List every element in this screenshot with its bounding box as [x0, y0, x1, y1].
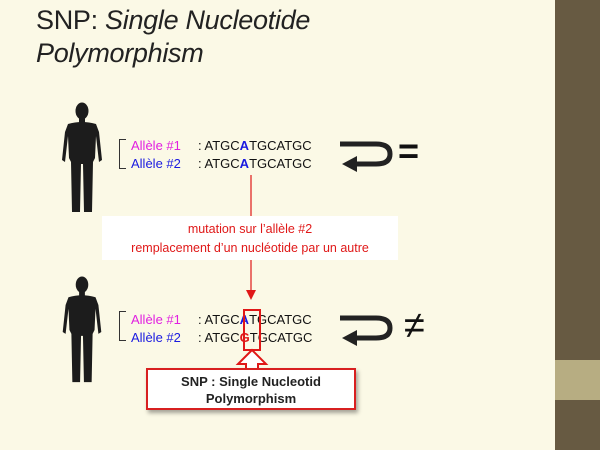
mutation-line-1: mutation sur l’allèle #2 [187, 222, 313, 236]
allele-label: Allèle #2 [131, 330, 181, 345]
allele-label: Allèle #2 [131, 156, 181, 171]
slide-title: SNP: Single Nucleotide Polymorphism [36, 4, 310, 70]
mutation-line-2: remplacement d’un nucléotide par un autr… [131, 241, 369, 255]
mutation-callout: mutation sur l’allèle #2 remplacement d’… [102, 216, 398, 260]
equals-symbol: = [398, 130, 420, 171]
title-italic: Single Nucleotide [105, 5, 311, 35]
person-silhouette-icon [62, 276, 102, 383]
snp-line-2: Polymorphism [205, 391, 297, 406]
curved-arrow-icon [340, 315, 393, 346]
not-equal-symbol: ≠ [404, 305, 425, 347]
title-prefix: SNP: [36, 5, 106, 35]
title-line2: Polymorphism [36, 38, 204, 68]
allele-sequence: : ATGCGTGCATGC [198, 330, 313, 345]
allele-sequence: : ATGCATGCATGC [198, 156, 312, 171]
allele-label: Allèle #1 [131, 138, 181, 153]
nucleotide-mutated: G [239, 330, 250, 345]
allele-bracket [119, 311, 126, 341]
snp-callout: SNP : Single Nucleotid Polymorphism [146, 368, 356, 410]
snp-line-1: SNP : Single Nucleotid [181, 374, 321, 389]
allele-sequence: : ATGCATGCATGC [198, 312, 312, 327]
curved-arrow-icon [340, 141, 393, 172]
nucleotide-highlight: A [239, 312, 250, 327]
allele-label: Allèle #1 [131, 312, 181, 327]
nucleotide-highlight: A [239, 156, 250, 171]
side-bar-accent [555, 360, 600, 400]
person-silhouette-icon [62, 102, 102, 212]
allele-bracket [119, 139, 126, 169]
nucleotide-highlight: A [239, 138, 250, 153]
allele-sequence: : ATGCATGCATGC [198, 138, 312, 153]
